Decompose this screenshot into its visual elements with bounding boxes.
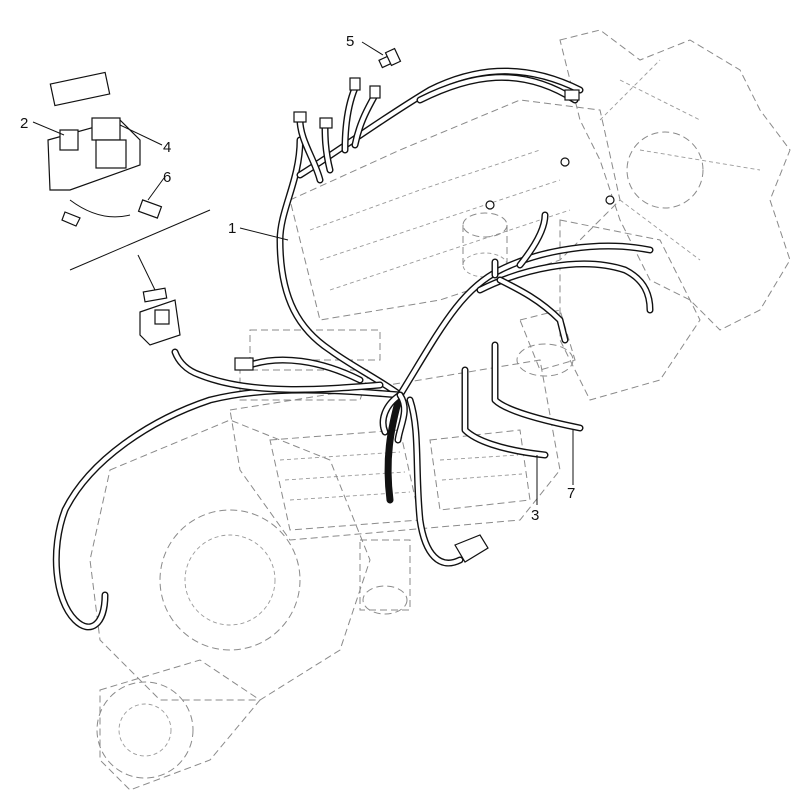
- callout-labels: 1 2 3 4 5 6 7: [20, 33, 575, 524]
- connectors: [234, 77, 615, 563]
- callout-6: 6: [163, 169, 171, 186]
- engine-ghost-outline: [89, 29, 791, 791]
- relay-cover: [49, 71, 111, 107]
- relay-4: [91, 117, 121, 141]
- sensor-rods: [461, 341, 584, 459]
- callout-4: 4: [163, 139, 171, 156]
- callout-2: 2: [20, 115, 28, 132]
- callout-5: 5: [346, 33, 354, 50]
- callout-7: 7: [567, 485, 575, 502]
- leader-lines: [32, 41, 574, 505]
- relay-2: [59, 129, 79, 151]
- connector-f: [564, 89, 580, 101]
- callout-1: 1: [228, 220, 236, 237]
- relay-detail-lower: [69, 209, 211, 346]
- connector-d: [369, 85, 381, 99]
- main-wiring-harness: [52, 67, 654, 631]
- relay-holder: [95, 139, 127, 169]
- connector-c: [349, 77, 361, 91]
- connector-b: [319, 117, 333, 129]
- callout-3: 3: [531, 507, 539, 524]
- connector-a: [293, 111, 307, 123]
- sensor-plug: [454, 534, 489, 563]
- bolt-5: [378, 47, 402, 69]
- relay-panel: [47, 71, 163, 227]
- connector-e: [234, 357, 254, 371]
- screw-6: [137, 199, 163, 219]
